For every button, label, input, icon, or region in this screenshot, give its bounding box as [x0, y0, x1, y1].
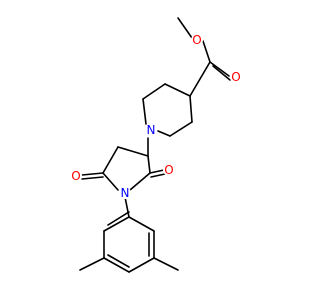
oxygen-atom: O: [163, 163, 175, 177]
nitrogen-atom: N: [119, 186, 131, 200]
bond: [150, 173, 166, 178]
bond: [189, 95, 193, 123]
bond: [169, 121, 193, 137]
bond: [79, 257, 105, 271]
carbonyl-oxygen-label: O: [231, 70, 240, 84]
bond: [142, 98, 147, 125]
imide-oxygen-left-label: O: [71, 169, 80, 183]
bond: [117, 146, 149, 157]
ester-oxygen-label: O: [192, 33, 201, 47]
bond: [107, 254, 130, 268]
atom-labels: O O N N O O: [70, 33, 242, 200]
bond: [107, 211, 130, 226]
bond: [153, 257, 179, 271]
molecule-canvas: O O N N O O: [70, 17, 242, 273]
bond: [189, 61, 211, 97]
oxygen-atom: O: [191, 33, 203, 47]
bond: [128, 216, 155, 232]
oxygen-atom: O: [70, 169, 82, 183]
bond: [81, 172, 104, 176]
bond: [128, 257, 155, 273]
bond: [157, 130, 171, 137]
nitrogen-atom: N: [145, 123, 157, 137]
piperidine-nitrogen-label: N: [147, 123, 156, 137]
bond: [202, 40, 211, 63]
bond: [124, 196, 130, 218]
bond: [209, 61, 230, 77]
bonds: [79, 17, 231, 273]
oxygen-atom: O: [230, 70, 242, 84]
structure-diagram: O O N N O O: [70, 17, 242, 273]
pyrrolidine-nitrogen-label: N: [121, 186, 130, 200]
bond: [129, 172, 151, 191]
bond: [147, 155, 151, 174]
imide-oxygen-right-label: O: [164, 163, 173, 177]
bond: [212, 65, 231, 81]
bond: [149, 169, 165, 174]
bond: [142, 83, 166, 100]
bond: [81, 176, 104, 180]
bond: [102, 172, 119, 191]
bond: [102, 146, 119, 174]
bond: [103, 216, 130, 232]
bond: [103, 257, 130, 273]
bond: [177, 17, 193, 39]
bond: [164, 83, 191, 97]
